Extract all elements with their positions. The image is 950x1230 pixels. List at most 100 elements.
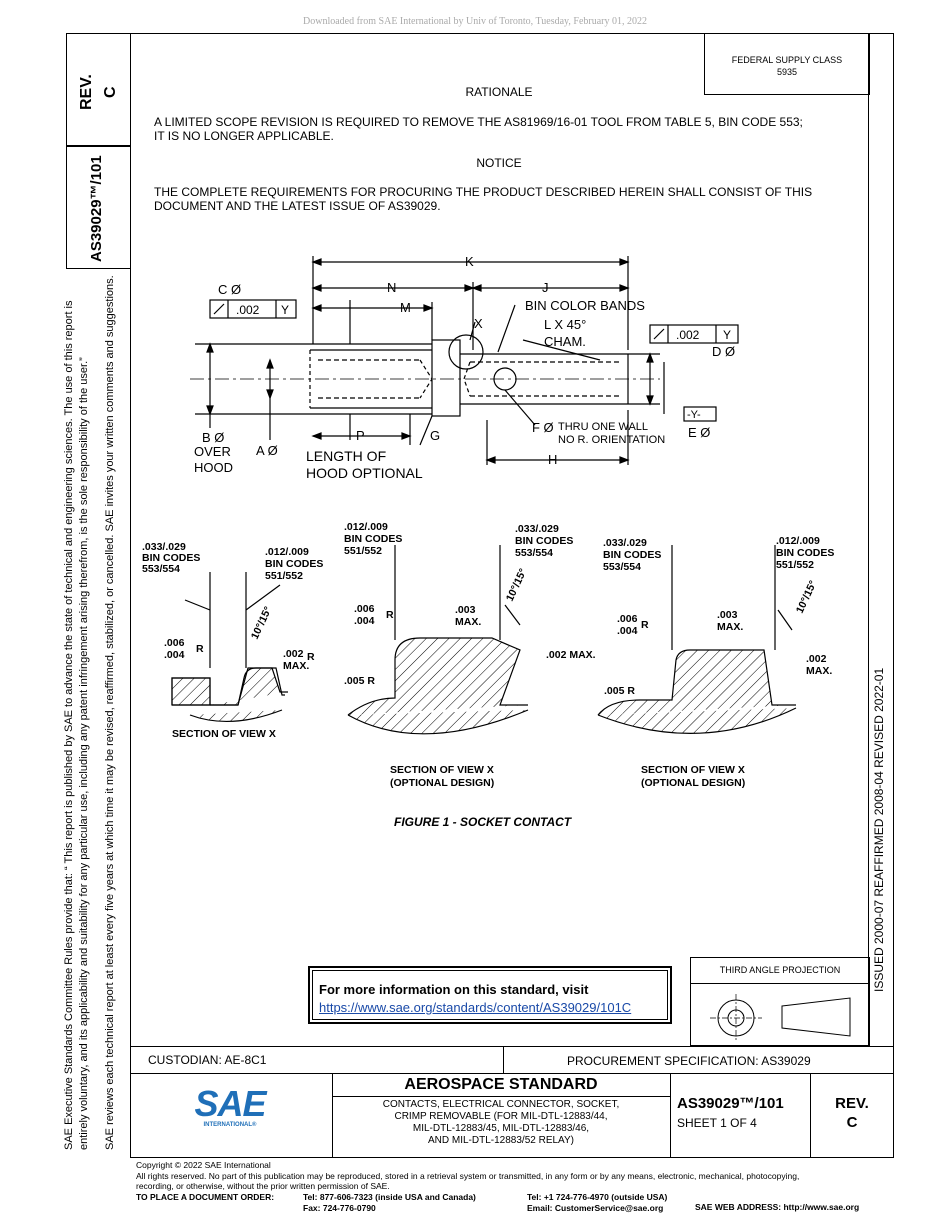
email: Email: CustomerService@sae.org [527,1202,664,1213]
s2-max: MAX. [455,616,481,628]
info-box-inner [312,970,668,1020]
s2-max002: .002 MAX. [546,649,596,661]
dim-g: G [430,428,440,443]
document-description: CONTACTS, ELECTRICAL CONNECTOR, SOCKET, … [332,1099,670,1147]
s3-max003: .003 [717,609,738,621]
s3-max: MAX. [717,621,743,633]
sheet-number: SHEET 1 OF 4 [677,1116,757,1130]
s2-r006: .006 [354,603,375,615]
s2-caption-1: SECTION OF VIEW X [390,764,494,776]
s1-r004: .004 [164,649,185,661]
dim-d-dia: D Ø [712,344,735,359]
tel-us: Tel: 877-606-7323 (inside USA and Canada… [303,1192,476,1202]
s1-caption: SECTION OF VIEW X [172,728,276,740]
bin-color-bands: BIN COLOR BANDS [525,298,645,313]
c-tol-value: .002 [236,303,260,317]
s2-max003: .003 [455,604,476,616]
notice-text: THE COMPLETE REQUIREMENTS FOR PROCURING … [154,185,812,213]
s3-r006: .006 [617,613,638,625]
notice-line2: DOCUMENT AND THE LATEST ISSUE OF AS39029… [154,199,441,213]
description-line2: CRIMP REMOVABLE (FOR MIL-DTL-12883/44, [394,1111,608,1122]
no-r-orientation: NO R. ORIENTATION [558,434,665,446]
third-angle-projection-icon [710,994,851,1042]
s1-bin551-values: 551/552 [265,570,303,582]
datum-y-label: -Y- [687,409,701,421]
notice-line1: THE COMPLETE REQUIREMENTS FOR PROCURING … [154,185,813,199]
watermark: Downloaded from SAE International by Uni… [303,16,647,27]
s2-r004: .004 [354,615,375,627]
dim-b-dia: B Ø [202,430,224,445]
s1-r2: R [307,651,315,663]
s3-bin551-codes: BIN CODES [776,547,834,559]
datum-y-frame [683,406,717,422]
s3-r005: .005 R [604,685,635,697]
rev-divider [810,1073,811,1158]
custodian-bottom-line [130,1073,894,1074]
description-line1: CONTACTS, ELECTRICAL CONNECTOR, SOCKET, [382,1099,620,1110]
info-box-text: For more information on this standard, v… [319,982,589,997]
dim-m: M [400,300,411,315]
projection-divider [690,983,870,984]
rights-line2: recording, or otherwise, without the pri… [136,1181,390,1191]
c-tolerance-frame [209,299,297,319]
s1-bin553-dim: .033/.029 [142,541,186,553]
socket-bore [470,361,620,397]
standard-link[interactable]: https://www.sae.org/standards/content/AS… [319,1000,632,1015]
federal-supply-box [704,33,870,95]
s2-angle: 10°/15° [504,567,530,604]
dim-a-dia: A Ø [256,443,278,458]
s1-angle: 10°/15° [249,605,275,642]
s1-bin553-codes: BIN CODES [142,552,200,564]
projection-box [690,957,870,1046]
s1-bin551-codes: BIN CODES [265,558,323,570]
revision-history: ISSUED 2000-07 REAFFIRMED 2008-04 REVISE… [872,667,886,992]
sae-logo-subtitle: INTERNATIONAL® [203,1122,257,1128]
hood-outline [310,349,432,409]
dim-h: H [548,452,557,467]
socket-contact-drawing: K N J M C Ø .002 Y BIN COLOR BANDS L X 4… [190,254,739,481]
section-views-drawing: .033/.029 BIN CODES 553/554 .012/.009 BI… [142,521,834,789]
side-rev-box [66,33,131,146]
collar [431,339,461,417]
dim-k: K [465,254,474,269]
description-line4: AND MIL-DTL-12883/52 RELAY) [428,1135,574,1146]
federal-supply-line1: FEDERAL SUPPLY CLASS [731,55,843,65]
s3-angle: 10°/15° [794,579,820,616]
procurement-spec: PROCUREMENT SPECIFICATION: AS39029 [567,1054,811,1068]
custodian-top-line [130,1046,894,1047]
aerospace-standard-title: AEROSPACE STANDARD [404,1076,598,1093]
s2-bin553-values: 553/554 [515,547,553,559]
federal-supply-line2: 5935 [776,67,798,77]
dim-j: J [542,280,549,295]
dim-n: N [387,280,396,295]
rationale-heading: RATIONALE [465,85,533,99]
s3-max-word: MAX. [806,665,832,677]
hood-optional-label: HOOD OPTIONAL [306,465,423,481]
logo-divider [332,1073,333,1158]
s3-r: R [641,619,649,631]
order-contacts-intl: Tel: +1 724-776-4970 (outside USA) Email… [527,1192,667,1213]
order-label: TO PLACE A DOCUMENT ORDER: [136,1192,275,1202]
document-number: AS39029™/101 [677,1095,784,1112]
s1-r: R [196,643,204,655]
rationale-line2: IT IS NO LONGER APPLICABLE. [154,129,334,143]
footer: Copyright © 2022 SAE International All r… [136,1160,936,1192]
d-tolerance-frame [649,324,739,344]
dim-c-dia: C Ø [218,282,241,297]
dim-e-dia: E Ø [688,425,710,440]
length-of-label: LENGTH OF [306,448,386,464]
rationale-line1: A LIMITED SCOPE REVISION IS REQUIRED TO … [154,115,803,129]
info-box [308,966,672,1024]
web-address: SAE WEB ADDRESS: http://www.sae.org [695,1202,860,1212]
sae-logo: SAE INTERNATIONAL® [180,1083,280,1129]
standard-underline [332,1096,670,1097]
s3-caption-1: SECTION OF VIEW X [641,764,745,776]
view-x-circle [448,334,484,370]
d-tol-datum: Y [723,328,731,342]
s2-bin553-codes: BIN CODES [515,535,573,547]
d-tol-value: .002 [676,328,700,342]
sae-logo-mark: SAE [194,1083,266,1124]
s3-bin551-values: 551/552 [776,559,814,571]
s3-bin553-values: 553/554 [603,561,641,573]
dim-p: P [356,428,365,443]
